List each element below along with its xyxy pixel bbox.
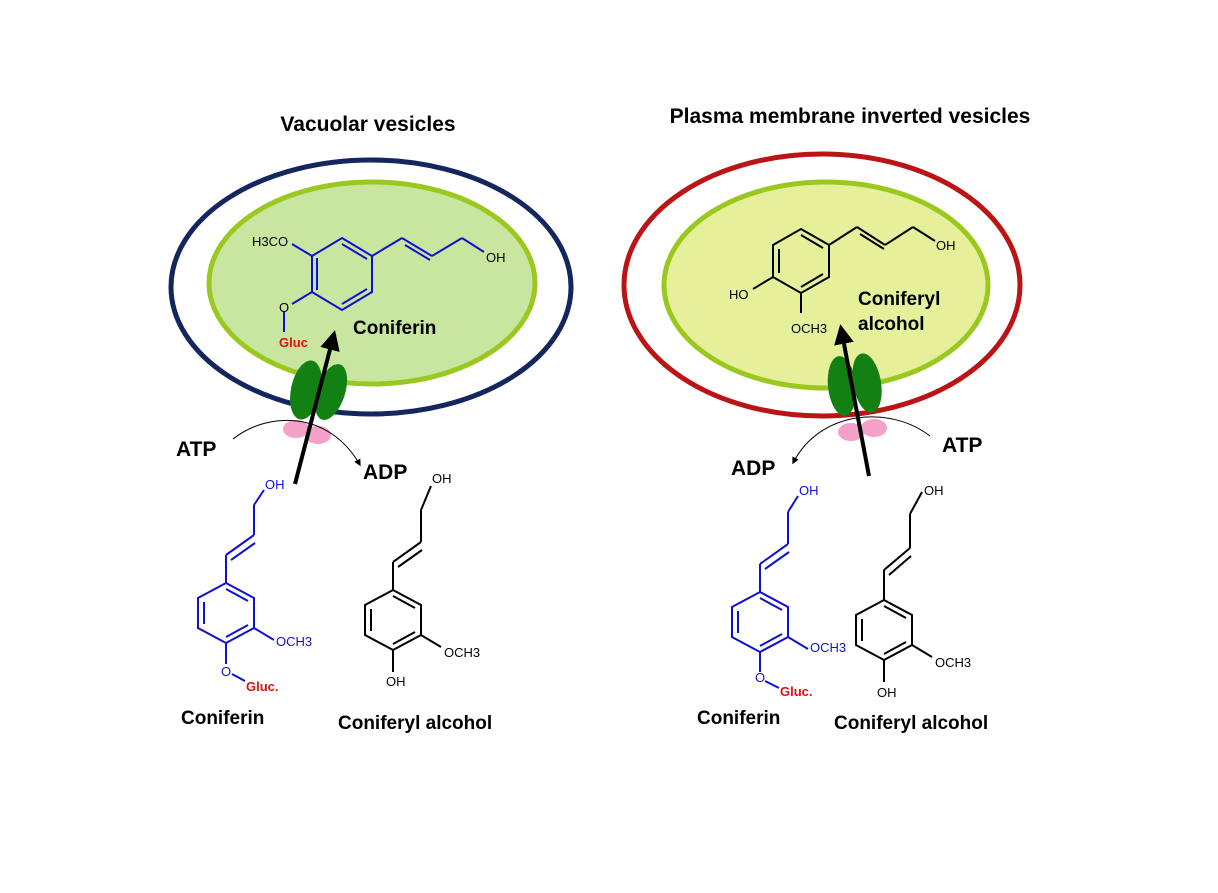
inside-alcohol-hydroxyl-top-label: OH — [936, 238, 956, 253]
atp-binding-site — [838, 423, 864, 441]
outside-coniferyl-alcohol-structure — [364, 485, 442, 672]
outside-alcohol-hydroxyl-top-label: OH — [432, 471, 452, 486]
left-panel: Vacuolar vesicles H3CO OH O Gluc Conifer… — [168, 113, 574, 734]
plasma-membrane-vesicle-lumen — [661, 179, 991, 391]
right-adp-label: ADP — [731, 457, 775, 480]
transport-direction-arrow — [834, 324, 871, 477]
outside-coniferin-gluc-label: Gluc. — [780, 684, 813, 699]
atp-hydrolysis-arrow — [792, 416, 931, 465]
inside-coniferyl-name-line1: Coniferyl — [858, 289, 940, 310]
right-atp-label: ATP — [942, 434, 982, 457]
inside-methoxy-label: H3CO — [252, 234, 288, 249]
outside-coniferin-name: Coniferin — [181, 708, 264, 729]
atp-binding-site — [861, 419, 887, 437]
right-panel: Plasma membrane inverted vesicles OH HO … — [621, 105, 1031, 734]
outside-coniferin-oxygen-label: O — [755, 670, 765, 685]
inside-hydroxyl-label: OH — [486, 250, 506, 265]
outside-alcohol-hydroxyl-top-label: OH — [924, 483, 944, 498]
atp-binding-site — [305, 426, 331, 444]
inside-coniferin-structure — [283, 236, 485, 332]
outside-alcohol-hydroxyl-bottom-label: OH — [386, 674, 406, 689]
inside-gluc-label: Gluc — [279, 335, 308, 350]
right-panel-title: Plasma membrane inverted vesicles — [670, 105, 1031, 128]
outside-alcohol-hydroxyl-bottom-label: OH — [877, 685, 897, 700]
atp-binding-site — [283, 420, 309, 438]
outside-coniferin-oxygen-label: O — [221, 664, 231, 679]
outside-alcohol-methoxy-label: OCH3 — [444, 645, 480, 660]
inside-coniferyl-name-line2: alcohol — [858, 314, 925, 335]
outside-coniferin-hydroxyl-label: OH — [265, 477, 285, 492]
outside-coniferyl-alcohol-name: Coniferyl alcohol — [338, 713, 492, 734]
left-adp-label: ADP — [363, 461, 407, 484]
left-panel-title: Vacuolar vesicles — [280, 113, 455, 136]
outside-coniferyl-alcohol-name: Coniferyl alcohol — [834, 713, 988, 734]
outside-coniferin-methoxy-label: OCH3 — [276, 634, 312, 649]
outside-coniferin-hydroxyl-label: OH — [799, 483, 819, 498]
outside-coniferin-methoxy-label: OCH3 — [810, 640, 846, 655]
inside-alcohol-methoxy-label: OCH3 — [791, 321, 827, 336]
transport-direction-arrow — [293, 330, 340, 485]
inside-coniferyl-alcohol-structure — [752, 226, 936, 313]
outside-alcohol-methoxy-label: OCH3 — [935, 655, 971, 670]
outside-coniferyl-alcohol-structure — [855, 491, 933, 682]
outside-coniferin-name: Coniferin — [697, 708, 780, 729]
outside-coniferin-structure — [197, 489, 275, 682]
inside-oxygen-label: O — [279, 300, 289, 315]
inside-alcohol-hydroxyl-left-label: HO — [729, 287, 749, 302]
outside-coniferin-gluc-label: Gluc. — [246, 679, 279, 694]
atp-hydrolysis-arrow — [232, 419, 361, 467]
left-atp-label: ATP — [176, 438, 216, 461]
outside-coniferin-structure — [731, 495, 809, 689]
inside-coniferin-name: Coniferin — [353, 318, 436, 339]
